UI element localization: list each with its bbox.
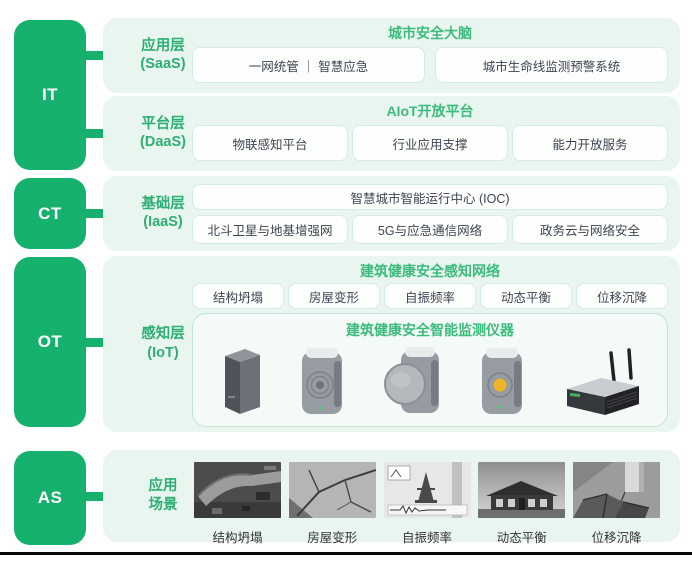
pillar-sensor-icon: [215, 346, 265, 418]
connector-line-it-daas: [82, 129, 106, 138]
collapsed-structure-photo: [194, 462, 281, 518]
iot-box: 位移沉降: [576, 283, 668, 309]
iot-box: 自振频率: [384, 283, 476, 309]
gateway-router-icon: [561, 345, 645, 419]
section-infrastructure-layer-iaas: 基础层 (IaaS) 智慧城市智能运行中心 (IOC) 北斗卫星与地基增强网 5…: [103, 176, 680, 251]
iot-box: 房屋变形: [288, 283, 380, 309]
iot-box-row: 结构坍塌 房屋变形 自振频率 动态平衡 位移沉降: [192, 283, 668, 309]
iaas-ioc-row: 智慧城市智能运行中心 (IOC): [192, 184, 668, 210]
iaas-box-row: 北斗卫星与地基增强网 5G与应急通信网络 政务云与网络安全: [192, 215, 668, 244]
house-photo: [478, 462, 566, 518]
iot-box: 动态平衡: [480, 283, 572, 309]
device-row: [201, 342, 659, 422]
layer-block-label: IT: [41, 85, 59, 104]
layer-label-iaas: 基础层 (IaaS): [123, 195, 203, 233]
section-platform-layer-daas: 平台层 (DaaS) AIoT开放平台 物联感知平台 行业应用支撑 能力开放服务: [103, 96, 680, 171]
scene-item: 位移沉降: [573, 462, 660, 546]
scene-row: 结构坍塌 房屋变形: [194, 462, 660, 546]
section-application-scenes: 应用 场景 结构坍塌: [103, 450, 680, 545]
scene-item: 自振频率: [383, 462, 471, 546]
scene-label: 自振频率: [401, 531, 452, 545]
layer-block-it: IT: [14, 20, 86, 170]
layer-label-scenes: 应用 场景: [123, 477, 203, 515]
iaas-box: 北斗卫星与地基增强网: [192, 215, 348, 244]
iaas-box: 5G与应急通信网络: [352, 215, 508, 244]
button-sensor-icon: [474, 345, 532, 419]
layer-block-label: OT: [37, 332, 63, 351]
section-application-layer-saas: 应用层 (SaaS) 城市安全大脑 一网统管 ｜ 智慧应急 城市生命线监测预警系…: [103, 18, 680, 93]
iaas-box: 政务云与网络安全: [512, 215, 668, 244]
ioc-box: 智慧城市智能运行中心 (IOC): [192, 184, 668, 210]
scene-label: 动态平衡: [496, 531, 547, 545]
layer-block-ct: CT: [14, 178, 86, 249]
wall-cracks-photo: [288, 462, 376, 518]
monitoring-devices-panel: 建筑健康安全智能监测仪器: [192, 313, 668, 427]
connector-line-it-saas: [82, 51, 106, 60]
layer-name: 平台层: [141, 115, 185, 132]
daas-box: 能力开放服务: [512, 125, 668, 161]
scene-label: 位移沉降: [591, 531, 642, 545]
layer-label-saas: 应用层 (SaaS): [123, 37, 203, 75]
layer-name: 应用层: [141, 37, 185, 54]
layer-abbr: (DaaS): [140, 134, 186, 151]
scene-label: 结构坍塌: [212, 531, 263, 545]
section-title-sensing-network: 建筑健康安全感知网络: [360, 263, 500, 279]
section-title-aiot-platform: AIoT开放平台: [386, 103, 474, 119]
layer-abbr: (IaaS): [143, 214, 183, 231]
connector-line-ct-iaas: [82, 209, 106, 218]
layer-abbr: 场景: [148, 497, 178, 513]
daas-box-row: 物联感知平台 行业应用支撑 能力开放服务: [192, 125, 668, 161]
layer-block-ot: OT: [14, 257, 86, 427]
section-perception-layer-iot: 感知层 (IoT) 建筑健康安全感知网络 结构坍塌 房屋变形 自振频率 动态平衡…: [103, 256, 680, 432]
layer-name: 感知层: [141, 326, 185, 343]
vibration-sensor-icon: [294, 345, 352, 419]
layer-block-label: AS: [37, 488, 63, 507]
layer-name: 基础层: [141, 195, 185, 212]
daas-box: 行业应用支撑: [352, 125, 508, 161]
foundation-settlement-photo: [573, 462, 660, 518]
layer-block-label: CT: [38, 203, 62, 223]
saas-box: 城市生命线监测预警系统: [435, 47, 668, 83]
layer-abbr: (SaaS): [140, 56, 186, 73]
bottom-divider-line: [0, 552, 692, 555]
scene-label: 房屋变形: [307, 531, 358, 545]
connector-line-ot-iot: [82, 338, 106, 347]
saas-box-row: 一网统管 ｜ 智慧应急 城市生命线监测预警系统: [192, 47, 668, 83]
layer-block-as: AS: [14, 451, 86, 545]
scene-item: 动态平衡: [478, 462, 566, 546]
scene-item: 结构坍塌: [194, 462, 281, 546]
daas-box: 物联感知平台: [192, 125, 348, 161]
knob-sensor-icon: [381, 345, 445, 419]
layer-label-daas: 平台层 (DaaS): [123, 115, 203, 153]
section-title-city-safety-brain: 城市安全大脑: [388, 25, 472, 41]
connector-line-as-scenes: [82, 492, 106, 501]
layer-name: 应用: [148, 478, 178, 495]
scene-item: 房屋变形: [288, 462, 376, 546]
layer-label-iot: 感知层 (IoT): [123, 325, 203, 363]
saas-box: 一网统管 ｜ 智慧应急: [192, 47, 425, 83]
iot-box: 结构坍塌: [192, 283, 284, 309]
panel-title-monitoring-devices: 建筑健康安全智能监测仪器: [346, 322, 514, 338]
layer-abbr: (IoT): [147, 345, 179, 361]
vibration-frequency-diagram: [383, 462, 471, 518]
